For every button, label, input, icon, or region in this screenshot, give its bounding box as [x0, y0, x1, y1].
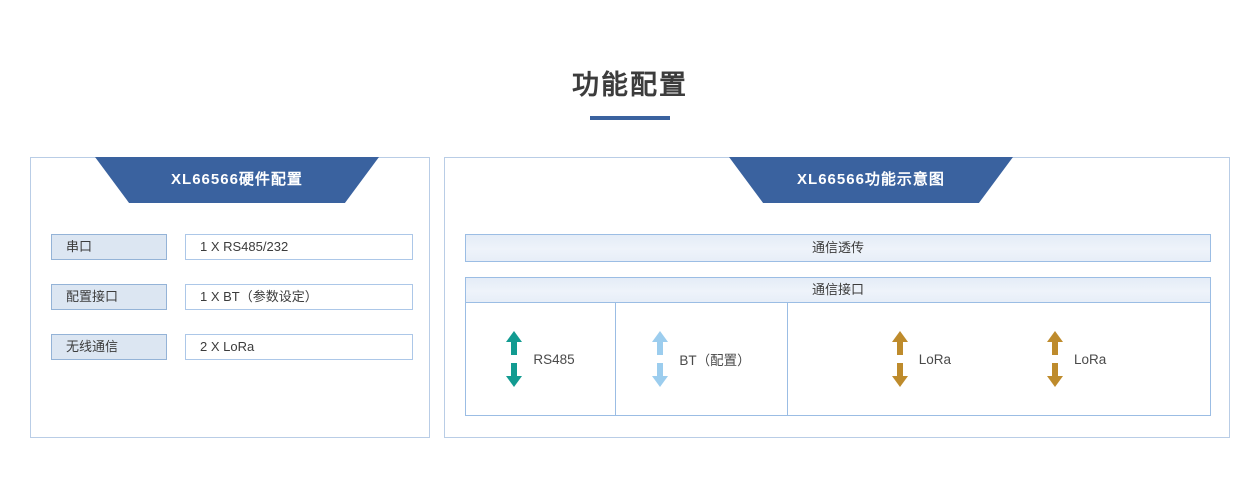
port-label: LoRa — [1074, 351, 1107, 367]
double-arrow-icon — [652, 331, 669, 387]
hardware-panel-banner: XL66566硬件配置 — [95, 157, 379, 203]
hardware-row-label: 无线通信 — [51, 334, 167, 360]
port-label: LoRa — [918, 351, 951, 367]
hardware-row-value: 1 X RS485/232 — [185, 234, 413, 260]
diagram-panel-banner: XL66566功能示意图 — [729, 157, 1013, 203]
interface-cell-rs485: RS485 — [466, 303, 616, 415]
port-rs485: RS485 — [506, 331, 575, 387]
port-lora-1: LoRa — [891, 331, 951, 387]
hardware-row-value: 2 X LoRa — [185, 334, 413, 360]
port-label: BT（配置） — [679, 353, 751, 368]
double-arrow-icon — [891, 331, 908, 387]
double-arrow-icon — [1047, 331, 1063, 387]
function-diagram-panel: XL66566功能示意图 通信透传 通信接口 RS485 BT（配置） — [444, 157, 1230, 438]
hardware-row-label: 配置接口 — [51, 284, 167, 310]
transparent-transmission-bar: 通信透传 — [465, 234, 1211, 262]
hardware-config-panel: XL66566硬件配置 串口 1 X RS485/232 配置接口 1 X BT… — [30, 157, 430, 438]
interface-cells-row: RS485 BT（配置） LoRa — [465, 303, 1211, 416]
communication-interface-bar: 通信接口 — [465, 277, 1211, 303]
port-label: RS485 — [533, 351, 575, 367]
table-row: 串口 1 X RS485/232 — [51, 234, 413, 260]
port-lora-2: LoRa — [1047, 331, 1106, 387]
interface-cell-bt: BT（配置） — [616, 303, 788, 415]
hardware-row-value: 1 X BT（参数设定） — [185, 284, 413, 310]
table-row: 无线通信 2 X LoRa — [51, 334, 413, 360]
page-title: 功能配置 — [572, 70, 688, 100]
hardware-row-label: 串口 — [51, 234, 167, 260]
page-title-block: 功能配置 — [0, 68, 1260, 120]
port-bt: BT（配置） — [652, 331, 751, 387]
title-underline — [590, 116, 670, 120]
interface-cell-lora: LoRa LoRa — [788, 303, 1210, 415]
table-row: 配置接口 1 X BT（参数设定） — [51, 284, 413, 310]
double-arrow-icon — [506, 331, 523, 387]
